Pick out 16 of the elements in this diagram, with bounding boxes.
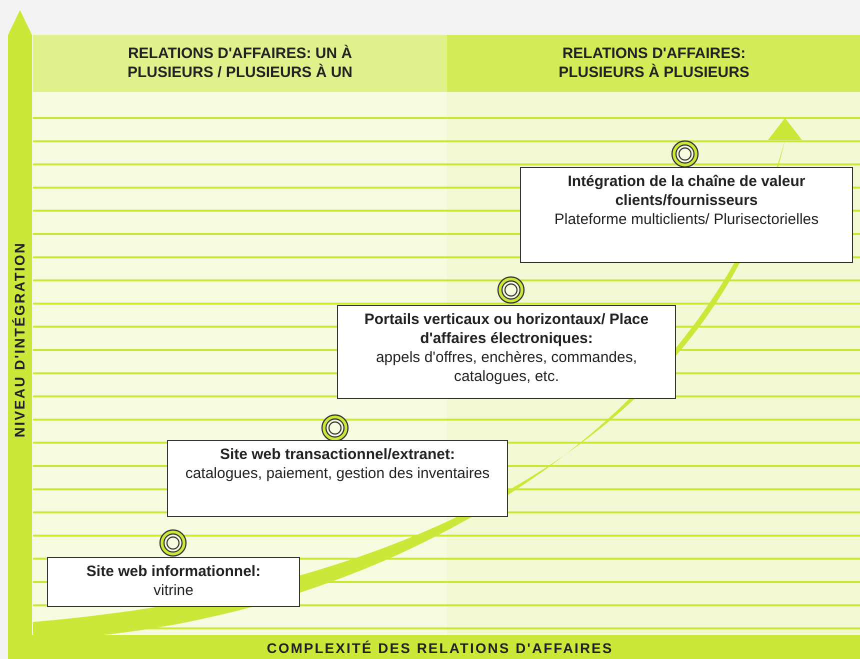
axis-title: COMPLEXITÉ DES RELATIONS D'AFFAIRES xyxy=(266,639,614,658)
stage-title: Site web informationnel: xyxy=(85,562,262,581)
stage-box xyxy=(47,557,300,607)
stage-title: Intégration de la chaîne de valeur clients/fournisseurs xyxy=(566,172,806,210)
column-heading: RELATIONS D'AFFAIRES: PLUSIEURS À PLUSIEURS xyxy=(558,44,750,82)
column-heading: RELATIONS D'AFFAIRES: UN À PLUSIEURS / PLUSIEURS À UN xyxy=(126,44,354,82)
stage-title: Site web transactionnel/extranet: xyxy=(218,445,456,464)
stage-description: vitrine xyxy=(152,581,194,600)
stage-description: catalogues, paiement, gestion des inventaires xyxy=(184,464,491,483)
stage-box xyxy=(337,305,676,399)
stage-description: appels d'offres, enchères, commandes, catalogues, etc. xyxy=(374,348,638,386)
stage-box xyxy=(167,440,508,517)
stage-title: Portails verticaux ou horizontaux/ Place d'affaires électroniques: xyxy=(363,310,650,348)
axis-title: NIVEAU D'INTÉGRATION xyxy=(10,240,28,440)
stage-box xyxy=(520,167,853,263)
stage-description: Plateforme multiclients/ Plurisectorielles xyxy=(553,210,820,229)
